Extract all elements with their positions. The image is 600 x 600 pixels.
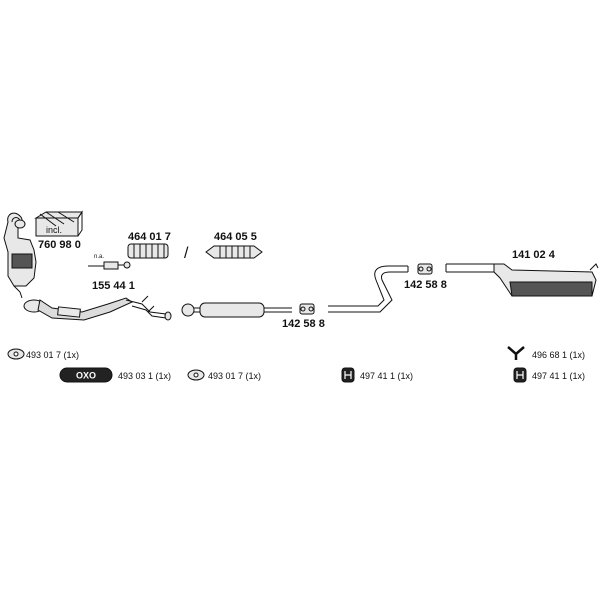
alternative-separator: / <box>184 245 189 262</box>
hanger-icon <box>507 346 525 360</box>
part-number-flex-pipe-b[interactable]: 464 05 5 <box>214 231 257 243</box>
oxo-gasket-icon <box>59 367 113 383</box>
legend-hanger-right: 496 68 1 (1x) <box>507 346 585 360</box>
flex-pipe-a[interactable] <box>127 243 169 259</box>
front-pipe[interactable] <box>23 295 172 321</box>
clamp-rear[interactable] <box>417 263 433 275</box>
not-available-label: n.a. <box>94 254 104 260</box>
legend-rubber-mount-right-label: 497 41 1 (1x) <box>532 371 585 381</box>
center-silencer[interactable] <box>181 302 292 318</box>
part-number-rear-silencer[interactable]: 141 02 4 <box>512 249 556 261</box>
part-number-catalyst-kit[interactable]: 760 98 0 <box>38 239 81 251</box>
oxo-symbol: OXO <box>76 371 96 381</box>
kit-box-icon: incl. <box>34 210 83 237</box>
legend-oxo-gasket: OXO 493 03 1 (1x) <box>59 367 171 383</box>
flex-pipe-b[interactable] <box>205 245 263 259</box>
clamp-front[interactable] <box>299 303 315 315</box>
incl-label: incl. <box>46 225 62 235</box>
legend-rubber-mount-mid: 497 41 1 (1x) <box>341 367 413 383</box>
legend-rubber-mount-mid-label: 497 41 1 (1x) <box>360 371 413 381</box>
legend-gasket-mid-label: 493 01 7 (1x) <box>208 371 261 381</box>
part-number-clamp-rear[interactable]: 142 58 8 <box>404 279 447 291</box>
legend-hanger-right-label: 496 68 1 (1x) <box>532 350 585 360</box>
part-number-clamp-front[interactable]: 142 58 8 <box>282 318 325 330</box>
intermediate-pipe[interactable] <box>328 265 409 313</box>
rear-silencer[interactable] <box>445 263 599 297</box>
oxygen-sensor-icon <box>88 261 131 270</box>
part-number-front-pipe[interactable]: 155 44 1 <box>92 280 135 292</box>
legend-rubber-mount-right: 497 41 1 (1x) <box>513 367 585 383</box>
legend-gasket-left: 493 01 7 (1x) <box>7 348 79 360</box>
legend-gasket-mid: 493 01 7 (1x) <box>187 369 261 381</box>
catalytic-converter[interactable] <box>3 212 37 299</box>
legend-oxo-gasket-label: 493 03 1 (1x) <box>118 371 171 381</box>
part-number-flex-pipe-a[interactable]: 464 01 7 <box>128 231 171 243</box>
legend-gasket-left-label: 493 01 7 (1x) <box>26 350 79 360</box>
